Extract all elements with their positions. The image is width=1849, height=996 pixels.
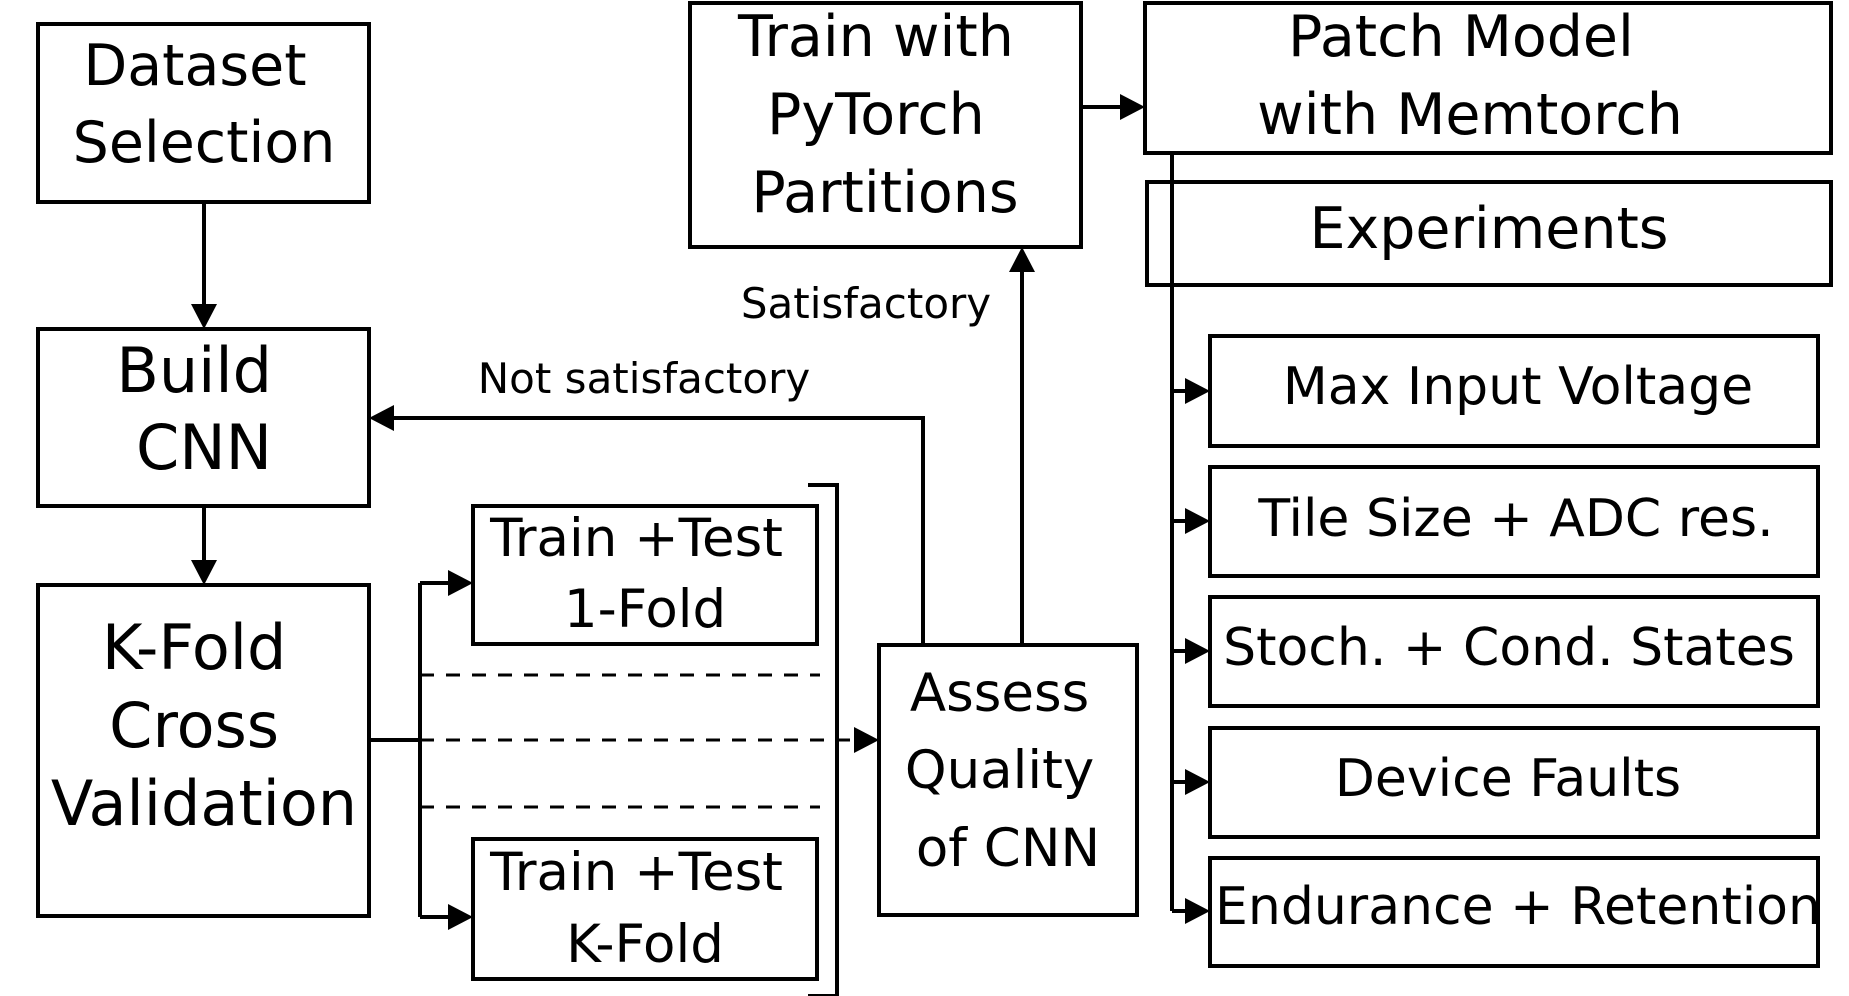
arrowhead-to-kfold <box>448 904 473 930</box>
exp-device-faults-box <box>1208 726 1820 839</box>
experiments-box <box>1145 180 1833 287</box>
exp-endurance-label: Endurance + Retention <box>1215 877 1821 937</box>
train-pytorch-line-2: PyTorch <box>767 82 985 148</box>
kfold-line-1: K-Fold <box>102 611 287 684</box>
kfold-line-3: Validation <box>51 767 357 840</box>
build-cnn-line-1: Build <box>116 334 272 407</box>
train-test-kfold-line-1: Train +Test <box>489 842 783 903</box>
edge-label-satisfactory: Satisfactory <box>741 279 991 328</box>
arrowhead-to-exp-1 <box>1185 378 1210 404</box>
exp-tile-size-label: Tile Size + ADC res. <box>1257 489 1773 549</box>
dataset-selection-label: Dataset Selection <box>73 33 336 176</box>
arrowhead-assess-to-build <box>369 405 394 431</box>
exp-endurance-box <box>1208 856 1820 968</box>
train-test-1fold-label: Train +Test 1-Fold <box>489 508 800 640</box>
exp-stoch-states-label: Stoch. + Cond. States <box>1223 618 1795 678</box>
exp-device-faults-label: Device Faults <box>1335 749 1681 809</box>
assess-quality-label: Assess Quality of CNN <box>905 663 1111 879</box>
patch-model-label: Patch Model with Memtorch <box>1257 4 1683 148</box>
assess-quality-line-1: Assess <box>910 663 1089 724</box>
arrowhead-build-to-kfold <box>191 560 217 585</box>
arrowhead-to-exp-4 <box>1185 769 1210 795</box>
build-cnn-box <box>36 327 371 508</box>
arrowhead-to-exp-3 <box>1185 638 1210 664</box>
arrowhead-dataset-to-build <box>191 304 217 329</box>
train-test-kfold-line-2: K-Fold <box>566 914 724 975</box>
dataset-selection-line-2: Selection <box>73 110 336 176</box>
fold-bracket-right <box>808 483 839 996</box>
assess-quality-line-3: of CNN <box>916 818 1100 879</box>
train-pytorch-line-3: Partitions <box>751 160 1018 226</box>
exp-stoch-states-box <box>1208 595 1820 708</box>
kfold-cross-validation-label: K-Fold Cross Validation <box>51 611 357 840</box>
train-pytorch-line-1: Train with <box>737 4 1014 70</box>
dataset-selection-box <box>36 22 371 204</box>
assess-quality-line-2: Quality <box>905 740 1094 801</box>
exp-max-input-voltage-box <box>1208 334 1820 448</box>
exp-max-input-voltage-label: Max Input Voltage <box>1283 357 1753 417</box>
arrowhead-to-assess <box>854 727 879 753</box>
edge-label-not-satisfactory: Not satisfactory <box>478 354 810 403</box>
patch-model-line-2: with Memtorch <box>1257 82 1683 148</box>
arrowhead-to-exp-2 <box>1185 508 1210 534</box>
arrowhead-pytorch-to-patch <box>1120 94 1145 120</box>
build-cnn-label: Build CNN <box>116 334 291 484</box>
experiments-label: Experiments <box>1309 196 1668 262</box>
arrowhead-assess-to-pytorch <box>1009 247 1035 272</box>
train-pytorch-label: Train with PyTorch Partitions <box>737 4 1032 226</box>
arrowhead-to-1fold <box>448 570 473 596</box>
patch-model-line-1: Patch Model <box>1288 4 1634 70</box>
train-test-1fold-line-1: Train +Test <box>489 508 783 569</box>
edge-assess-to-build <box>392 416 925 645</box>
train-test-kfold-label: Train +Test K-Fold <box>489 842 800 975</box>
exp-tile-size-box <box>1208 465 1820 578</box>
kfold-line-2: Cross <box>109 689 279 762</box>
patch-model-box <box>1143 1 1833 155</box>
train-test-kfold-box <box>471 837 819 981</box>
arrowhead-to-exp-5 <box>1185 898 1210 924</box>
train-test-1fold-line-2: 1-Fold <box>564 579 726 640</box>
build-cnn-line-2: CNN <box>136 411 272 484</box>
kfold-cross-validation-box <box>36 583 371 918</box>
assess-quality-box <box>877 643 1139 917</box>
dataset-selection-line-1: Dataset <box>83 33 306 99</box>
train-pytorch-box <box>688 1 1083 249</box>
train-test-1fold-box <box>471 504 819 646</box>
